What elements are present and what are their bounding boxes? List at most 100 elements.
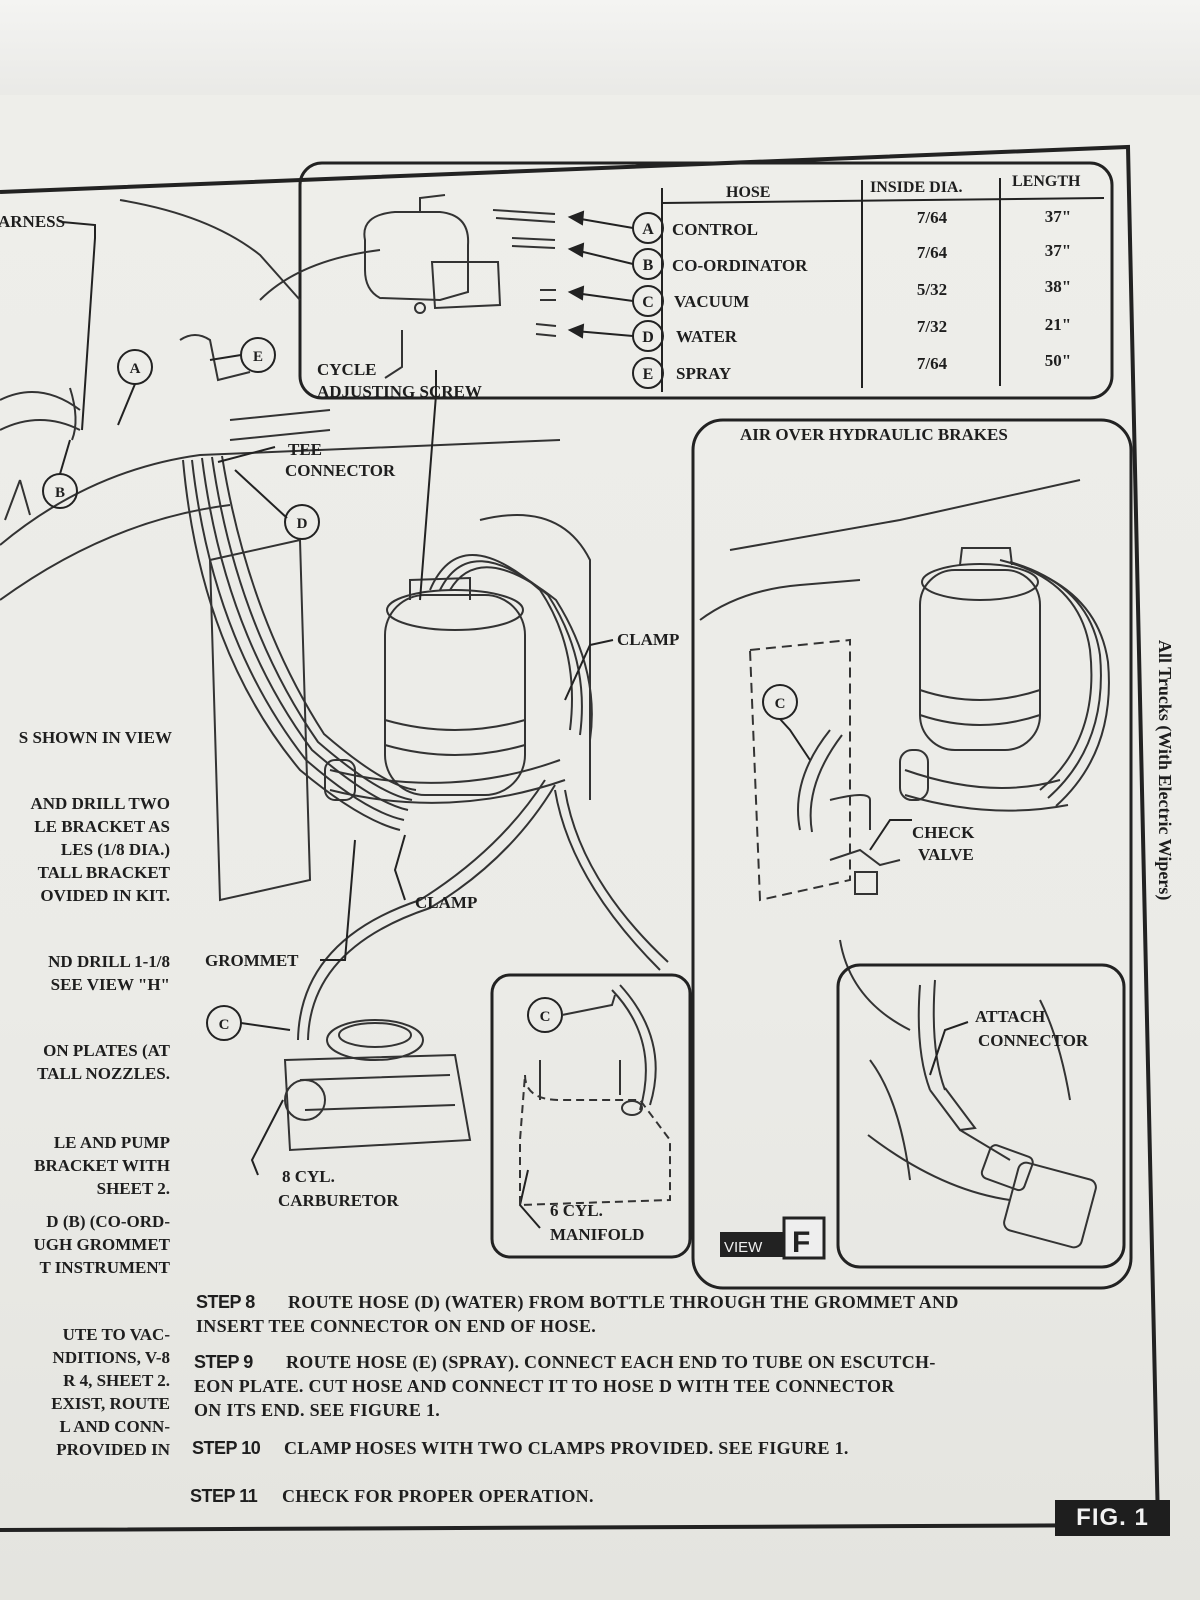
hose-name: VACUUM	[674, 292, 749, 311]
hose-length: 37"	[1045, 241, 1071, 260]
hose-length: 37"	[1045, 207, 1071, 226]
step-text: ROUTE HOSE (D) (WATER) FROM BOTTLE THROU…	[288, 1292, 959, 1312]
side-running-header: All Trucks (With Electric Wipers)	[1155, 640, 1175, 901]
manifold-label: MANIFOLD	[550, 1225, 644, 1244]
left-column-line: NDITIONS, V-8	[52, 1348, 170, 1367]
manifold-panel	[490, 973, 692, 1259]
table-header-hose: HOSE	[726, 184, 770, 201]
step-label: STEP 8	[196, 1292, 255, 1312]
left-column-line: ON PLATES (AT	[43, 1041, 170, 1060]
valve-label: VALVE	[918, 845, 974, 864]
hose-letter: D	[642, 329, 654, 346]
left-column-line: L AND CONN-	[59, 1417, 170, 1436]
cycle-label: CYCLE	[317, 360, 377, 379]
left-column-line: SHEET 2.	[96, 1179, 170, 1198]
step-text: CHECK FOR PROPER OPERATION.	[282, 1486, 594, 1506]
step-text: ROUTE HOSE (E) (SPRAY). CONNECT EACH END…	[286, 1352, 936, 1372]
left-column-line: UTE TO VAC-	[62, 1325, 170, 1344]
page-top-edge	[0, 0, 1200, 100]
left-column-line: UGH GROMMET	[33, 1235, 170, 1254]
left-column-line: SEE VIEW "H"	[50, 975, 170, 994]
attach-connector-label: CONNECTOR	[978, 1031, 1089, 1050]
step-text: CLAMP HOSES WITH TWO CLAMPS PROVIDED. SE…	[284, 1438, 849, 1458]
hose-letter: E	[643, 366, 654, 383]
callout-a: A	[130, 361, 141, 377]
step-text: ON ITS END. SEE FIGURE 1.	[194, 1400, 441, 1420]
air-brakes-panel	[691, 418, 1133, 1290]
hose-name: CO-ORDINATOR	[672, 256, 808, 275]
step-10: STEP 10 CLAMP HOSES WITH TWO CLAMPS PROVI…	[192, 1436, 849, 1460]
left-column-line: LES (1/8 DIA.)	[60, 840, 170, 859]
step-label: STEP 9	[194, 1352, 253, 1372]
left-column-line: S SHOWN IN VIEW	[18, 728, 172, 747]
hose-name: CONTROL	[672, 220, 758, 239]
step-text: INSERT TEE CONNECTOR ON END OF HOSE.	[196, 1316, 597, 1336]
hose-letter: B	[643, 257, 654, 274]
attach-connector-sketch	[867, 979, 1097, 1249]
attach-label: ATTACH	[975, 1007, 1045, 1026]
table-letters: A B C D E	[642, 221, 654, 383]
main-assembly-sketch	[0, 199, 669, 1152]
hose-length: 38"	[1045, 277, 1071, 296]
hose-name: WATER	[676, 327, 738, 346]
view-f-panel	[836, 963, 1126, 1269]
callout-e: E	[253, 349, 263, 365]
hose-inside-dia: 7/64	[917, 208, 948, 227]
figure-label: FIG. 1	[1055, 1500, 1170, 1536]
step-9: STEP 9 ROUTE HOSE (E) (SPRAY). CONNECT EA…	[194, 1350, 936, 1422]
table-header-inside-dia: INSIDE DIA.	[870, 179, 962, 196]
view-tag-letter: F	[792, 1226, 810, 1259]
hose-inside-dia: 5/32	[917, 280, 947, 299]
table-letter-callouts	[632, 212, 664, 389]
left-column-line: D (B) (CO-ORD-	[46, 1212, 170, 1231]
view-tag-word: VIEW	[724, 1239, 763, 1256]
hose-table-panel	[298, 161, 1114, 400]
left-column-line: BRACKET WITH	[34, 1156, 170, 1175]
view-tag-bg	[720, 1232, 784, 1257]
callout-c-manifold: C	[540, 1009, 551, 1025]
step-text: EON PLATE. CUT HOSE AND CONNECT IT TO HO…	[194, 1376, 895, 1396]
hose-letter: A	[642, 221, 654, 238]
hose-inside-dia: 7/64	[917, 354, 948, 373]
left-column-line: R 4, SHEET 2.	[63, 1371, 170, 1390]
callout-c-brakes: C	[775, 696, 786, 712]
carburetor-cyl-label: 8 CYL.	[282, 1167, 335, 1186]
grommet-label: GROMMET	[205, 951, 299, 970]
callout-b: B	[55, 485, 65, 501]
manifold-sketch	[519, 984, 671, 1207]
clamp-lower-label: CLAMP	[415, 893, 477, 912]
connector-label: CONNECTOR	[285, 461, 396, 480]
tee-label: TEE	[288, 440, 322, 459]
left-column-line: LE BRACKET AS	[34, 817, 170, 836]
step-label: STEP 11	[190, 1486, 258, 1506]
left-column-line: T INSTRUMENT	[39, 1258, 170, 1277]
check-label: CHECK	[912, 823, 975, 842]
callout-c: C	[219, 1017, 230, 1033]
left-column-line: TALL NOZZLES.	[37, 1064, 170, 1083]
main-callout-circles	[42, 337, 320, 1041]
table-header-length: LENGTH	[1012, 173, 1081, 190]
left-column-line: OVIDED IN KIT.	[40, 886, 170, 905]
carburetor-label: CARBURETOR	[278, 1191, 399, 1210]
left-column-line: PROVIDED IN	[56, 1440, 170, 1459]
step-8: STEP 8 ROUTE HOSE (D) (WATER) FROM BOTTLE…	[196, 1290, 959, 1338]
hose-inside-dia: 7/64	[917, 243, 948, 262]
air-brakes-title: AIR OVER HYDRAULIC BRAKES	[740, 425, 1008, 444]
step-11: STEP 11 CHECK FOR PROPER OPERATION.	[190, 1484, 594, 1508]
hose-length: 21"	[1045, 315, 1071, 334]
adjusting-screw-label: ADJUSTING SCREW	[317, 382, 482, 401]
callout-d: D	[297, 516, 308, 532]
cycle-valve-sketch	[363, 194, 557, 379]
hose-name: SPRAY	[676, 364, 731, 383]
step-label: STEP 10	[192, 1438, 261, 1458]
brakes-sketch	[699, 479, 1110, 1031]
hose-letter: C	[642, 294, 654, 311]
clamp-upper-label: CLAMP	[617, 630, 679, 649]
harness-label: ARNESS	[0, 212, 65, 231]
left-column-line: TALL BRACKET	[37, 863, 170, 882]
hose-length: 50"	[1045, 351, 1071, 370]
left-column-line: AND DRILL TWO	[30, 794, 171, 813]
left-column-line: LE AND PUMP	[53, 1133, 170, 1152]
hose-inside-dia: 7/32	[917, 317, 947, 336]
